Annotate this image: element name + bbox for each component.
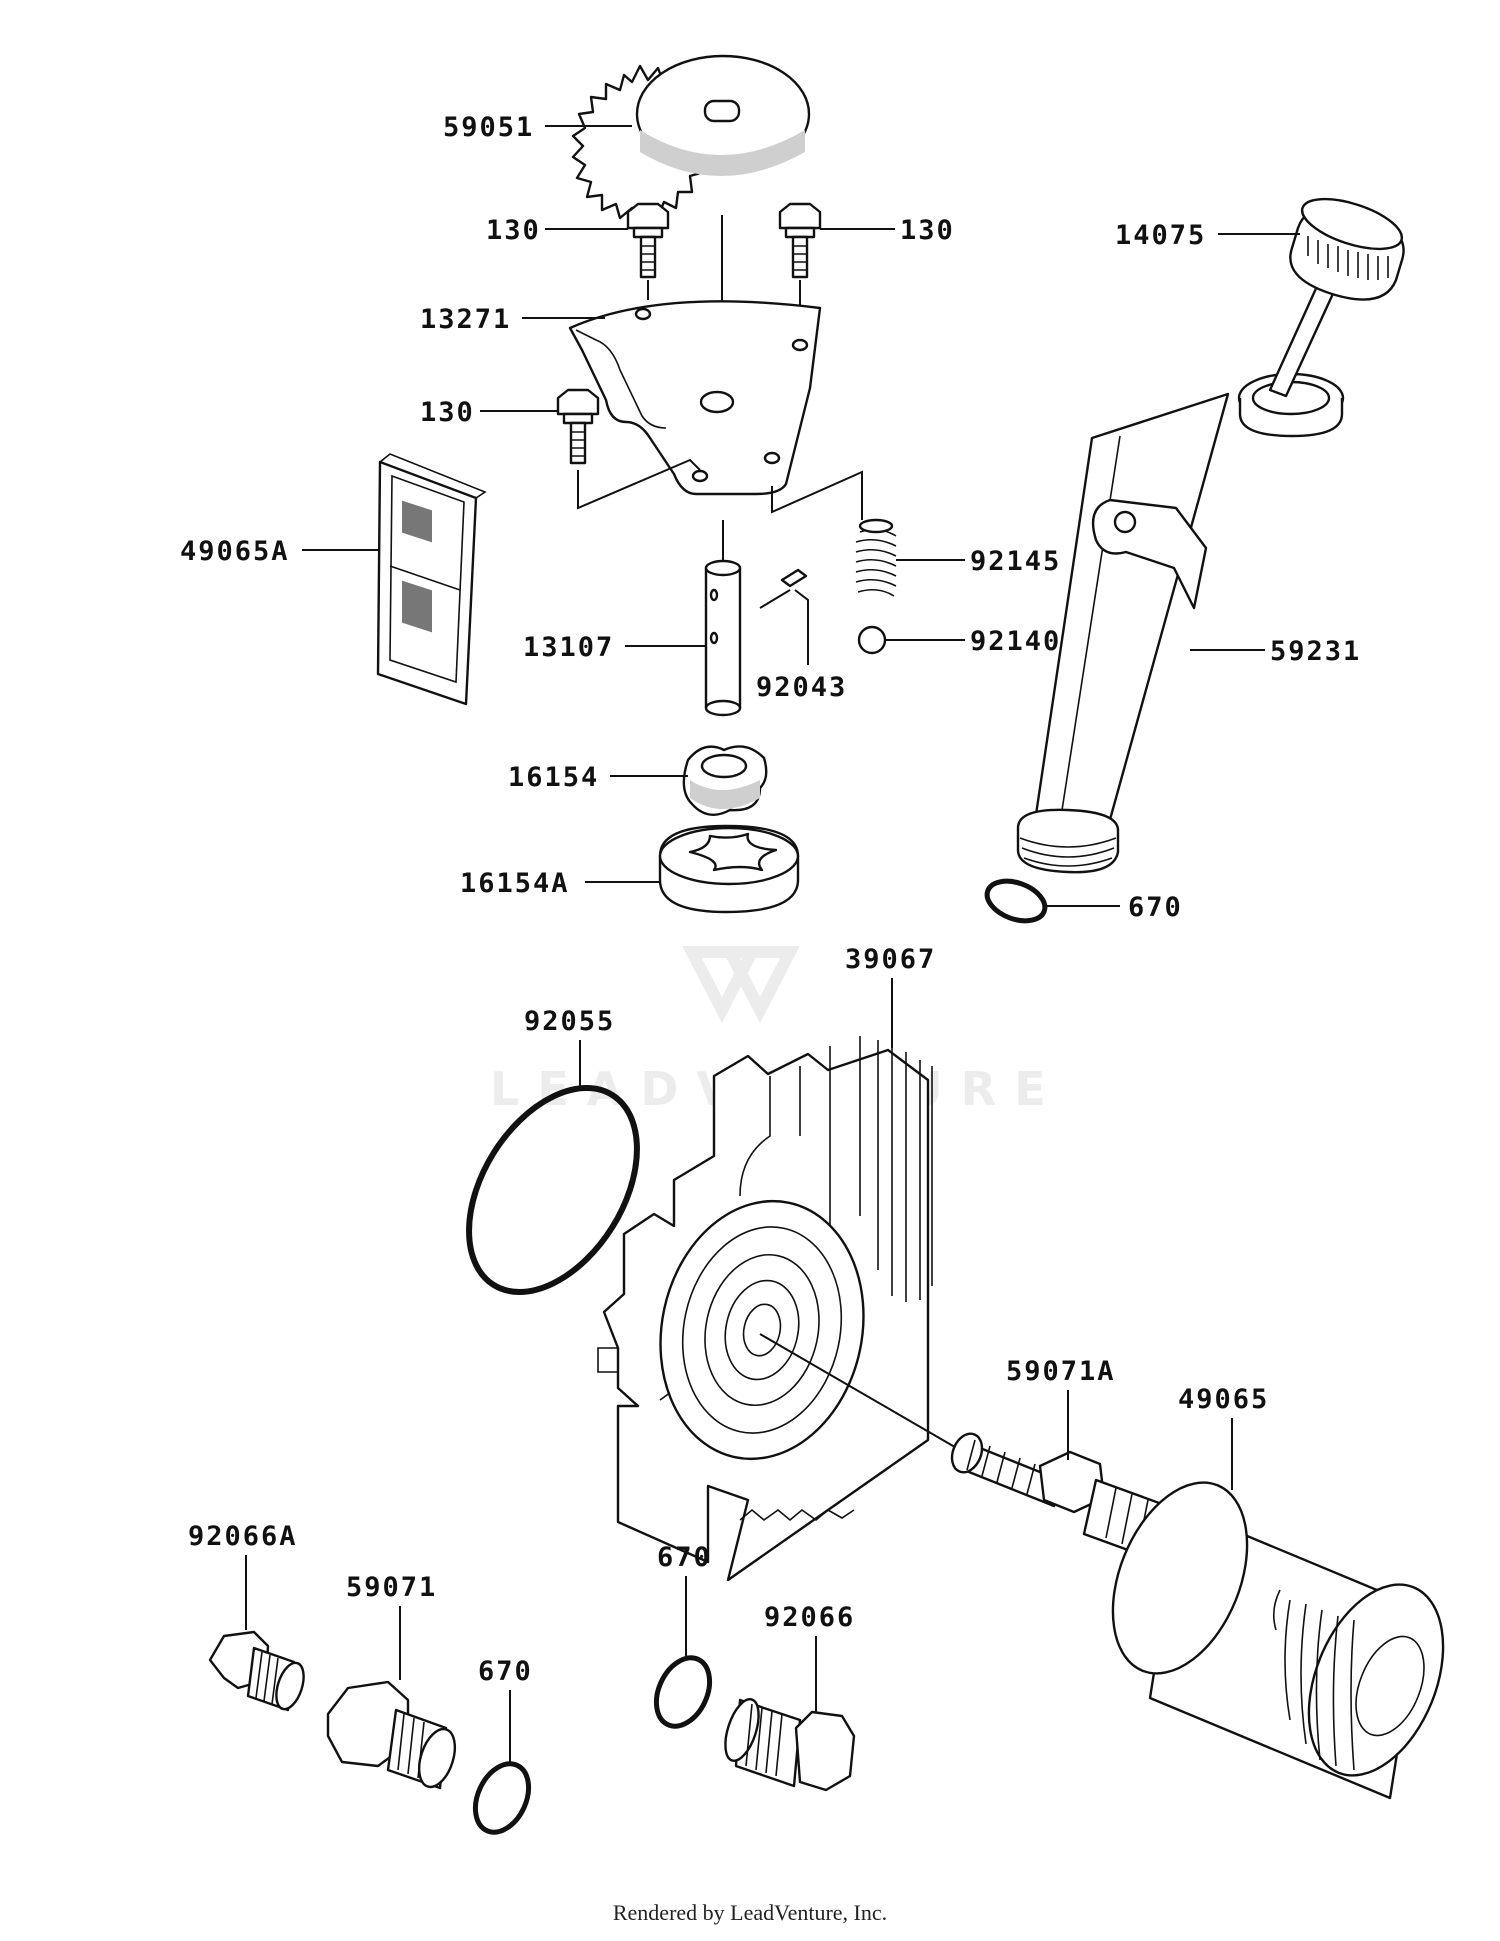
label-13271: 13271 xyxy=(420,304,511,335)
spring-92145[interactable] xyxy=(855,518,897,597)
label-14075: 14075 xyxy=(1115,220,1206,251)
label-670-lower-center: 670 xyxy=(657,1542,712,1573)
label-92066: 92066 xyxy=(764,1602,855,1633)
label-59051: 59051 xyxy=(443,112,534,143)
bolt-130-right[interactable] xyxy=(778,202,822,279)
label-670-lower-left: 670 xyxy=(478,1656,533,1687)
label-39067: 39067 xyxy=(845,944,936,975)
label-59231: 59231 xyxy=(1270,636,1361,667)
label-92066A: 92066A xyxy=(188,1521,298,1552)
fitting-59071[interactable] xyxy=(326,1680,461,1791)
label-130-left: 130 xyxy=(486,215,541,246)
inner-rotor-16154[interactable] xyxy=(682,745,768,816)
bolt-130-left[interactable] xyxy=(626,202,670,279)
ball-92140[interactable] xyxy=(857,625,887,655)
label-59071A: 59071A xyxy=(1006,1356,1116,1387)
label-59071: 59071 xyxy=(346,1572,437,1603)
o-ring-670-lower-left[interactable] xyxy=(465,1755,539,1841)
label-670-tube: 670 xyxy=(1128,892,1183,923)
strainer-screen-49065A[interactable] xyxy=(376,453,487,706)
o-ring-670-lower-center[interactable] xyxy=(646,1649,720,1735)
pin-92043[interactable] xyxy=(780,568,808,588)
label-16154: 16154 xyxy=(508,762,599,793)
gear-59051[interactable] xyxy=(571,54,811,222)
label-130-right: 130 xyxy=(900,215,955,246)
label-13107: 13107 xyxy=(523,632,614,663)
label-92140: 92140 xyxy=(970,626,1061,657)
o-ring-670-tube[interactable] xyxy=(982,874,1051,928)
outer-rotor-16154A[interactable] xyxy=(658,824,800,914)
oil-filler-tube-59231[interactable] xyxy=(1016,372,1345,874)
oil-filter-49065[interactable] xyxy=(1087,1463,1469,1800)
label-49065: 49065 xyxy=(1178,1384,1269,1415)
footer-credit: Rendered by LeadVenture, Inc. xyxy=(612,1900,888,1925)
bolt-130-middle[interactable] xyxy=(556,388,600,465)
label-16154A: 16154A xyxy=(460,868,570,899)
o-ring-92055[interactable] xyxy=(434,1058,671,1322)
label-49065A: 49065A xyxy=(180,536,290,567)
label-130-middle: 130 xyxy=(420,397,475,428)
label-92043: 92043 xyxy=(756,672,847,703)
housing-39067[interactable] xyxy=(597,1036,933,1582)
plug-92066A[interactable] xyxy=(208,1630,309,1713)
label-92055: 92055 xyxy=(524,1006,615,1037)
dipstick-cap-14075[interactable] xyxy=(1268,189,1408,398)
plug-92066[interactable] xyxy=(719,1695,856,1792)
label-92145: 92145 xyxy=(970,546,1061,577)
cover-plate-13271[interactable] xyxy=(568,300,822,496)
shaft-13107[interactable] xyxy=(704,559,742,717)
